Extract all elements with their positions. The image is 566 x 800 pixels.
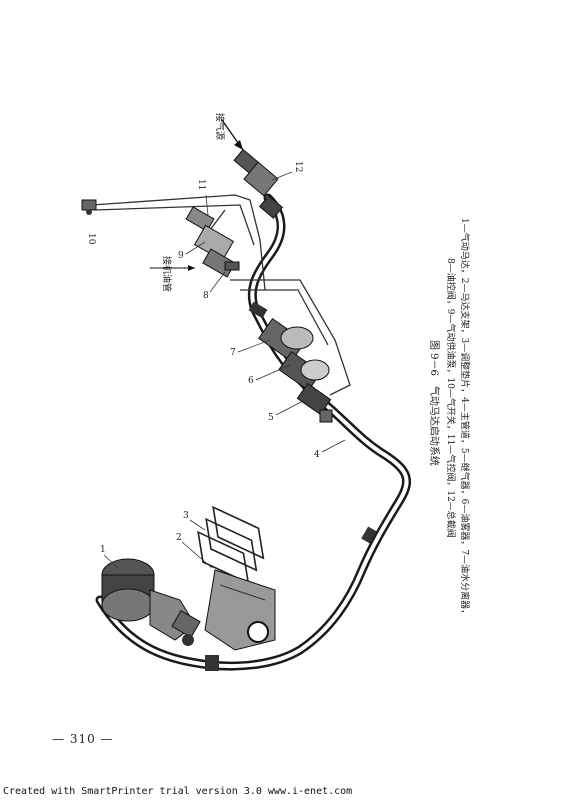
label-1: 1	[100, 545, 106, 555]
label-2: 2	[176, 533, 182, 543]
part-labels: 1 2 3 4 5 6 7 8 9 10 11 12	[86, 161, 320, 555]
label-10: 10	[86, 233, 96, 245]
oil-line-label: 接机油管	[161, 256, 173, 292]
pipe-couplings	[205, 301, 377, 671]
label-5: 5	[268, 413, 274, 423]
inlet-arrow	[221, 119, 244, 151]
relay-valve	[296, 382, 333, 423]
watermark-footer: Created with SmartPrinter trial version …	[3, 786, 353, 797]
motor-bracket	[204, 569, 276, 651]
inlet-label: 接气源	[214, 113, 226, 140]
label-9: 9	[178, 251, 184, 261]
label-7: 7	[230, 348, 236, 358]
label-8: 8	[203, 291, 209, 301]
figure-title: 图 9－6 气动马达启动系统	[428, 340, 439, 466]
main-pipe	[95, 193, 412, 671]
label-4: 4	[314, 450, 320, 460]
oil-line-arrowhead	[188, 265, 195, 271]
lubricator	[278, 350, 330, 392]
label-3: 3	[183, 511, 189, 521]
figure-legend-line1: 1—气动马达，2—马达支架，3—调整垫片，4—主管道，5—继气器，6—油雾器，7…	[459, 218, 469, 619]
air-switch	[81, 199, 97, 215]
pump-assembly	[185, 206, 240, 278]
label-12: 12	[293, 161, 303, 172]
air-motor	[101, 558, 201, 646]
leader-lines	[103, 171, 346, 569]
control-tubes	[91, 194, 351, 396]
oil-water-separator	[258, 318, 314, 362]
label-6: 6	[248, 376, 254, 386]
page-number: — 310 —	[52, 732, 114, 746]
main-valve	[233, 148, 284, 219]
label-11: 11	[196, 179, 206, 190]
adjusting-shims	[197, 505, 265, 585]
figure-legend-line2: 8—油控阀，9—气动供油泵，10—气开关，11—气控阀，12—总截阀	[445, 258, 455, 538]
